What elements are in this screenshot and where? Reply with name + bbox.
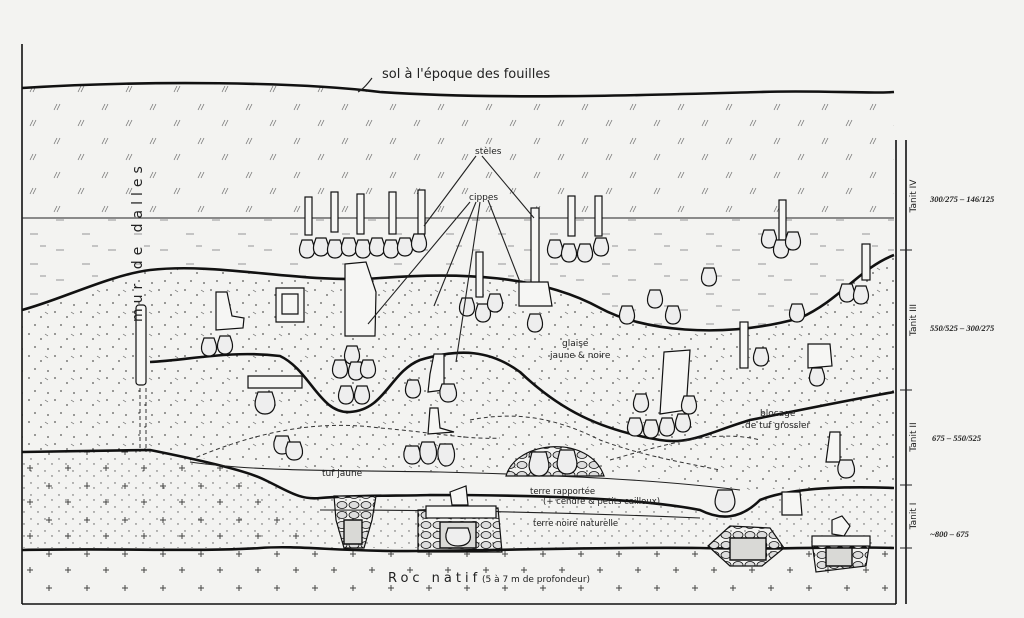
terre-rapportee-label-2: (+ cendre & petits cailloux)	[543, 497, 660, 507]
clay-label-2: jaune & noire	[549, 351, 611, 361]
blocage-label-2: de tuf grossier	[745, 421, 811, 431]
slab-wall	[135, 304, 147, 452]
terre-noire-label: terre noire naturelle	[533, 519, 618, 529]
level-dates-iii: 550/525 – 300/275	[930, 323, 995, 333]
tombs	[333, 446, 871, 573]
tuf-label: tuf jaune	[322, 469, 363, 479]
cippes-label: cippes	[469, 193, 498, 203]
level-name-iv: Tanit IV	[909, 179, 919, 214]
labels: sol à l'époque des fouilles mur de dalle…	[130, 67, 811, 586]
terre-rapportee-label-1: terre rapportée	[530, 486, 595, 497]
burial-jars	[200, 229, 870, 513]
clay-label-1: glaise	[562, 339, 589, 349]
roc-label: Roc natif	[388, 571, 481, 586]
level-dates-iv: 300/275 – 146/125	[929, 194, 995, 204]
level-scale: Tanit IV Tanit III Tanit II Tanit I 300/…	[909, 179, 995, 539]
leader-lines	[357, 77, 535, 363]
steles-label: stèles	[475, 146, 502, 157]
layer-fills	[22, 83, 894, 600]
level-name-iii: Tanit III	[909, 304, 919, 337]
section-frame	[21, 44, 912, 605]
roc-depth-label: (5 à 7 m de profondeur)	[482, 575, 590, 585]
level-name-i: Tanit I	[909, 503, 919, 531]
level-dates-i: ~800 – 675	[930, 529, 970, 539]
blocage-label-1: blocage	[760, 409, 796, 419]
surface-label: sol à l'époque des fouilles	[382, 67, 550, 82]
level-name-ii: Tanit II	[909, 422, 919, 452]
level-dates-ii: 675 – 550/525	[932, 433, 982, 443]
wall-label: mur de dalles	[130, 161, 146, 322]
